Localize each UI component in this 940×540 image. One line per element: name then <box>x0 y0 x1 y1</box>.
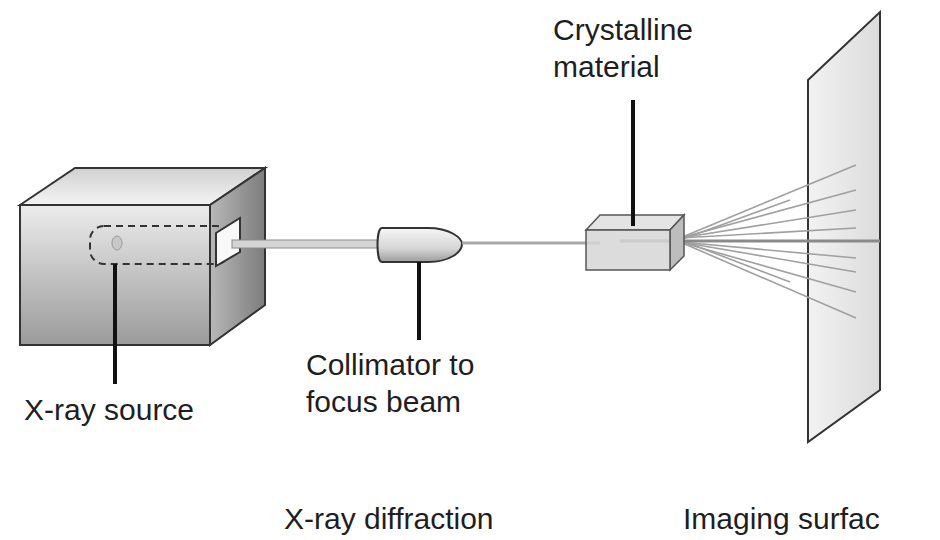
part-label: Crystalline material <box>553 12 753 85</box>
part-label: Collimator to focus beam <box>306 347 538 420</box>
xray-source-box <box>20 168 265 345</box>
diagram-caption: X-ray diffraction <box>284 501 584 538</box>
part-label: Imaging surfac <box>683 501 933 538</box>
part-label: X-ray source <box>24 392 284 429</box>
collimator <box>378 228 463 262</box>
focused-beam <box>462 242 600 245</box>
xray-beam <box>232 240 382 248</box>
leader-lines <box>115 100 633 384</box>
imaging-surface <box>808 12 880 442</box>
